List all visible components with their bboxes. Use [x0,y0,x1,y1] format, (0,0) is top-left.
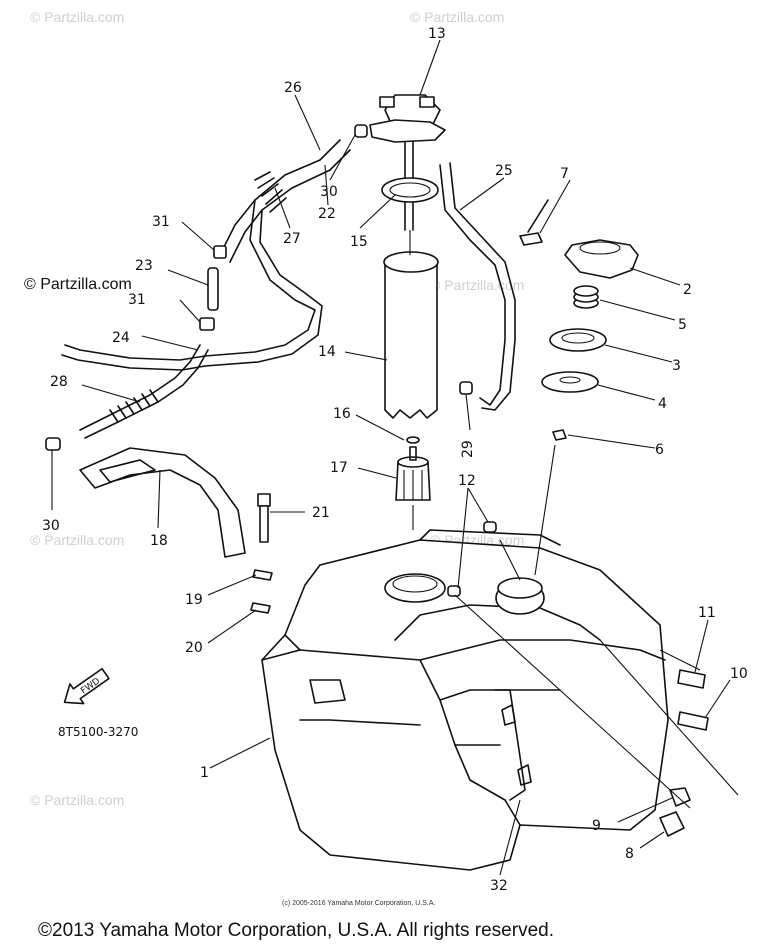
cap-seat [541,371,599,393]
callout-14: 14 [318,344,336,360]
callout-20: 20 [185,640,203,656]
vent-valve [519,232,543,246]
callout-28: 28 [50,374,68,390]
callout-12: 12 [458,473,476,489]
callout-15: 15 [350,234,368,250]
svg-text:© Partzilla.com: © Partzilla.com [30,532,124,548]
callout-27: 27 [283,231,301,247]
callout-18: 18 [150,533,168,549]
alignment-lines [409,230,739,809]
small-copyright: (c) 2005-2016 Yamaha Motor Corporation, … [282,900,435,907]
callout-32: 32 [490,878,508,894]
callout-6: 6 [655,442,664,458]
cap-spring [573,285,599,309]
fuel-filter [395,446,431,530]
callout-13: 13 [428,26,446,42]
callout-9: 9 [592,818,601,834]
diagram-code: 8T5100-3270 [58,725,138,739]
leader-lines [51,39,731,876]
fuel-tank [261,529,669,871]
fwd-arrow: FWD [63,667,110,705]
svg-text:© Partzilla.com: © Partzilla.com [410,9,504,25]
fuel-cap [564,239,639,279]
fasteners [250,493,709,837]
callout-17: 17 [330,460,348,476]
sender-tube [383,251,439,419]
grommet-6 [552,429,567,441]
callout-10: 10 [730,666,748,682]
callout-23: 23 [135,258,153,274]
callout-4: 4 [658,396,667,412]
clamp-ring [381,177,439,203]
bracket [79,447,246,558]
callout-11: 11 [698,605,716,621]
callout-19: 19 [185,592,203,608]
callout-30-top: 30 [320,184,338,200]
hoses [61,139,516,439]
callout-25: 25 [495,163,513,179]
callout-31-mid: 31 [128,292,146,308]
callout-30-bottom: 30 [42,518,60,534]
callout-8: 8 [625,846,634,862]
watermark: © Partzilla.com [24,276,132,293]
callout-3: 3 [672,358,681,374]
callout-16: 16 [333,406,351,422]
svg-text:© Partzilla.com: © Partzilla.com [30,9,124,25]
callout-5: 5 [678,317,687,333]
footer-copyright: ©2013 Yamaha Motor Corporation, U.S.A. A… [38,920,554,941]
callout-labels: 13 26 25 7 30 22 15 27 31 23 31 24 28 14… [42,26,748,894]
callout-29: 29 [460,440,476,458]
callout-26: 26 [284,80,302,96]
fuel-sender-assembly [369,94,446,231]
callout-2: 2 [683,282,692,298]
svg-text:© Partzilla.com: © Partzilla.com [430,277,524,293]
callout-24: 24 [112,330,130,346]
fittings [45,124,497,597]
callout-1: 1 [200,765,209,781]
cap-gasket [549,328,607,352]
callout-22: 22 [318,206,336,222]
clip-16 [406,436,420,444]
callout-31-top: 31 [152,214,170,230]
callout-21: 21 [312,505,330,521]
callout-7: 7 [560,166,569,182]
svg-text:© Partzilla.com: © Partzilla.com [30,792,124,808]
